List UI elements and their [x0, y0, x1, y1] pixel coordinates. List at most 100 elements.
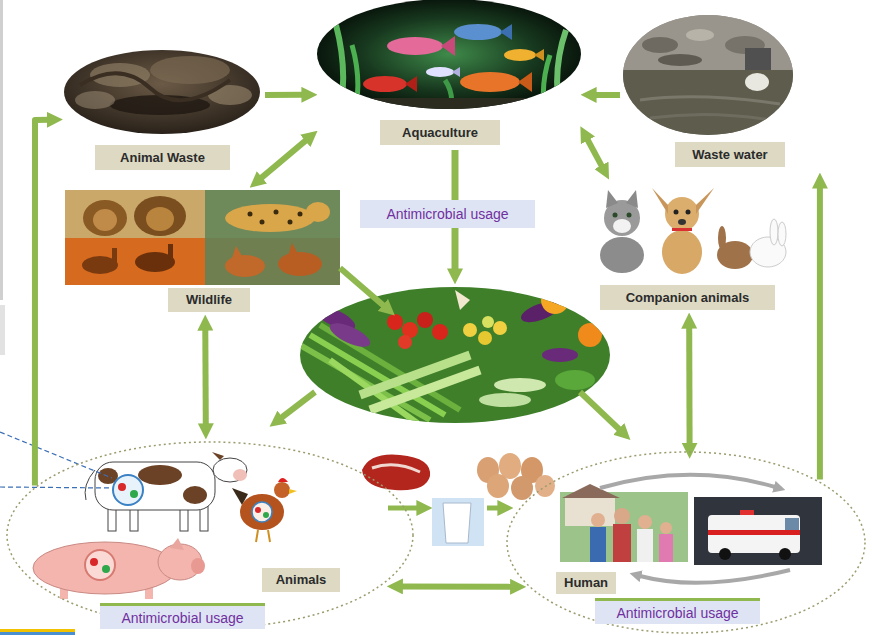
food-products-picture	[362, 453, 555, 546]
vegetables-picture	[370, 370, 480, 410]
companion-animals-picture	[613, 219, 631, 233]
human-picture	[719, 548, 731, 560]
livestock-picture	[130, 490, 138, 498]
ellipse-outline	[507, 452, 865, 633]
food-products-picture	[372, 465, 420, 472]
livestock-picture	[170, 538, 184, 550]
livestock-picture	[85, 470, 95, 500]
livestock-picture	[274, 482, 290, 498]
livestock-picture	[289, 489, 297, 494]
waste-water-picture	[620, 70, 800, 140]
waste-water-picture	[620, 15, 800, 70]
vegetables-picture	[398, 335, 412, 349]
human-picture	[708, 515, 800, 553]
node-label: Human	[556, 572, 616, 594]
usage-band: Antimicrobial usage	[595, 598, 760, 624]
flow-arrow	[265, 92, 303, 98]
human-picture	[613, 524, 631, 562]
aquaculture-picture	[387, 36, 455, 56]
companion-animals-picture	[606, 190, 618, 208]
wildlife-picture	[205, 190, 340, 238]
livestock-picture	[256, 530, 258, 542]
aquaculture-picture	[454, 24, 512, 40]
wildlife-picture	[306, 202, 330, 222]
aquaculture-picture	[452, 67, 460, 77]
vegetables-picture	[417, 312, 433, 328]
waste-water-picture	[658, 54, 702, 66]
human-picture	[640, 570, 790, 583]
companion-animals-picture	[662, 230, 702, 274]
human-picture	[660, 522, 672, 534]
aquaculture-node: Aquaculture	[318, 0, 580, 148]
human-picture	[600, 475, 775, 488]
wildlife-picture	[146, 207, 174, 231]
livestock-picture	[212, 452, 224, 460]
ellipse-outline	[5, 440, 415, 630]
food-products-picture	[511, 476, 533, 500]
food-products-picture	[432, 498, 484, 546]
companion-animals-picture	[600, 237, 644, 273]
wildlife-picture	[232, 246, 242, 258]
companion-animals-picture	[652, 188, 668, 214]
livestock-picture	[138, 465, 182, 485]
livestock-picture	[278, 478, 288, 482]
food-products-picture	[443, 503, 471, 543]
livestock-picture	[113, 475, 143, 505]
vegetables-picture	[300, 287, 610, 423]
livestock-picture	[118, 483, 126, 491]
aquaculture-picture	[363, 76, 407, 92]
vegetables-picture	[455, 290, 470, 310]
livestock-picture	[85, 550, 115, 580]
wildlife-picture	[134, 196, 186, 236]
node-label: Waste water	[675, 142, 785, 167]
flow-arrows	[580, 392, 620, 430]
livestock-picture	[95, 462, 215, 510]
aquaculture-picture	[318, 24, 582, 112]
aquaculture-picture	[426, 67, 454, 77]
vegetables-picture	[387, 314, 403, 330]
companion-animals-picture	[770, 219, 778, 245]
flow-arrow	[202, 329, 209, 425]
aquaculture-picture	[405, 76, 417, 92]
human-picture	[560, 475, 822, 583]
animal-waste-picture	[75, 56, 252, 115]
livestock-picture	[268, 530, 270, 542]
aquaculture-picture	[426, 67, 460, 77]
vegetables-picture	[542, 348, 578, 362]
usage-label: Antimicrobial usage	[616, 605, 738, 621]
livestock-picture	[263, 512, 269, 518]
vegetables-picture	[327, 318, 374, 351]
wildlife-picture	[225, 204, 315, 232]
animal-waste-picture	[150, 56, 230, 84]
companion-animals-picture	[672, 228, 692, 231]
vegetables-picture	[578, 323, 602, 347]
aquaculture-picture	[352, 45, 358, 112]
waste-water-picture	[745, 48, 771, 70]
aquaculture-picture	[534, 49, 544, 61]
wildlife-picture	[288, 243, 298, 256]
livestock-picture	[233, 469, 247, 481]
wildlife-picture	[112, 248, 117, 262]
food-products-picture	[487, 506, 499, 511]
livestock-picture	[102, 565, 110, 573]
vegetables-picture	[555, 370, 595, 390]
companion-animals-picture	[665, 197, 699, 231]
livestock-picture	[0, 432, 297, 599]
flow-arrows	[340, 268, 384, 306]
flow-arrows	[281, 150, 620, 430]
aquaculture-picture	[518, 72, 532, 92]
aquaculture-picture	[504, 49, 544, 61]
wildlife-picture	[83, 200, 127, 236]
human-picture	[565, 496, 615, 526]
wildlife-picture	[298, 212, 303, 217]
aquaculture-picture	[318, 98, 582, 112]
wildlife-picture	[168, 244, 173, 260]
node-label: Aquaculture	[380, 120, 500, 145]
human-picture	[638, 515, 652, 529]
page-decor	[0, 0, 75, 635]
livestock-picture	[240, 494, 284, 530]
aquaculture-picture	[504, 49, 536, 61]
livestock-picture	[33, 542, 177, 594]
companion-animals-picture	[696, 188, 714, 214]
